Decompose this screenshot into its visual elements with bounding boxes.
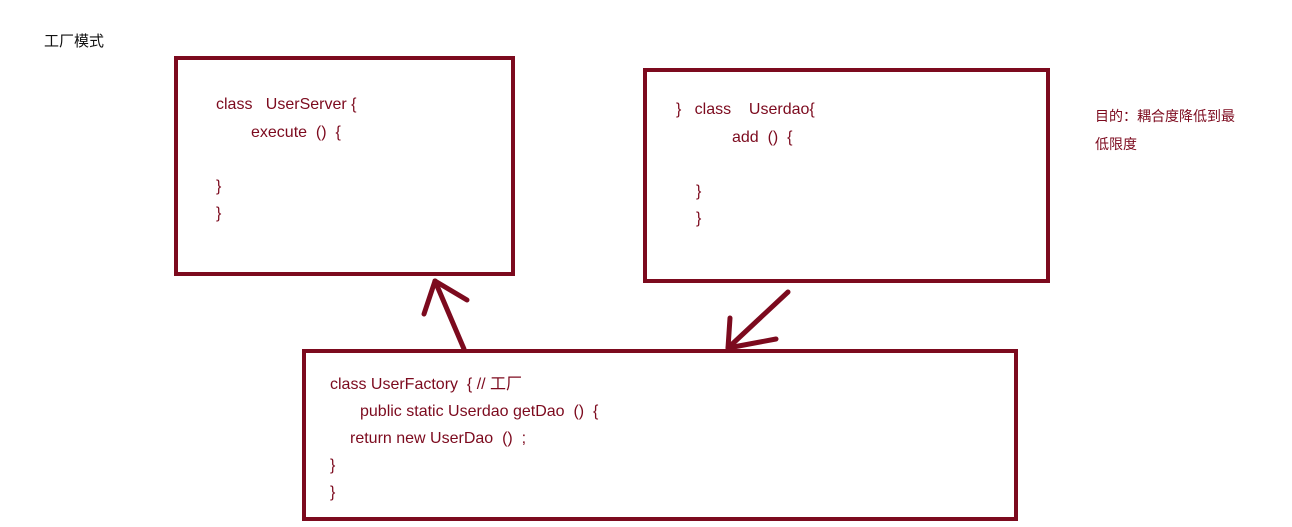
code-line: } xyxy=(330,484,336,501)
code-line: } xyxy=(696,210,702,227)
code-line: } xyxy=(216,178,222,195)
arrow-userdao-to-factory xyxy=(725,289,791,351)
arrow-head-right xyxy=(432,278,470,303)
code-line: class UserServer { xyxy=(216,96,357,113)
code-line: execute () { xyxy=(251,124,341,141)
userdao-box xyxy=(643,68,1050,283)
code-line: } class Userdao{ xyxy=(676,101,815,118)
code-line: } xyxy=(696,183,702,200)
code-line: return new UserDao () ; xyxy=(350,430,527,447)
arrow-head-left xyxy=(725,315,733,351)
note-line: 低限度 xyxy=(1095,136,1137,152)
note-line: 目的：耦合度降低到最 xyxy=(1095,108,1235,124)
code-line: } xyxy=(330,457,336,474)
code-line: class UserFactory { // 工厂 xyxy=(330,376,523,393)
code-line: add () { xyxy=(732,129,793,146)
arrow-head-left xyxy=(421,278,438,317)
code-line: } xyxy=(216,205,222,222)
arrow-head-right xyxy=(725,336,779,351)
arrow-shaft xyxy=(725,289,791,351)
user-factory-box xyxy=(302,349,1018,521)
diagram-title: 工厂模式 xyxy=(44,33,105,50)
arrow-shaft xyxy=(432,278,467,352)
user-server-box xyxy=(174,56,515,276)
arrow-factory-to-userserver xyxy=(421,278,470,352)
code-line: public static Userdao getDao () { xyxy=(360,403,599,420)
